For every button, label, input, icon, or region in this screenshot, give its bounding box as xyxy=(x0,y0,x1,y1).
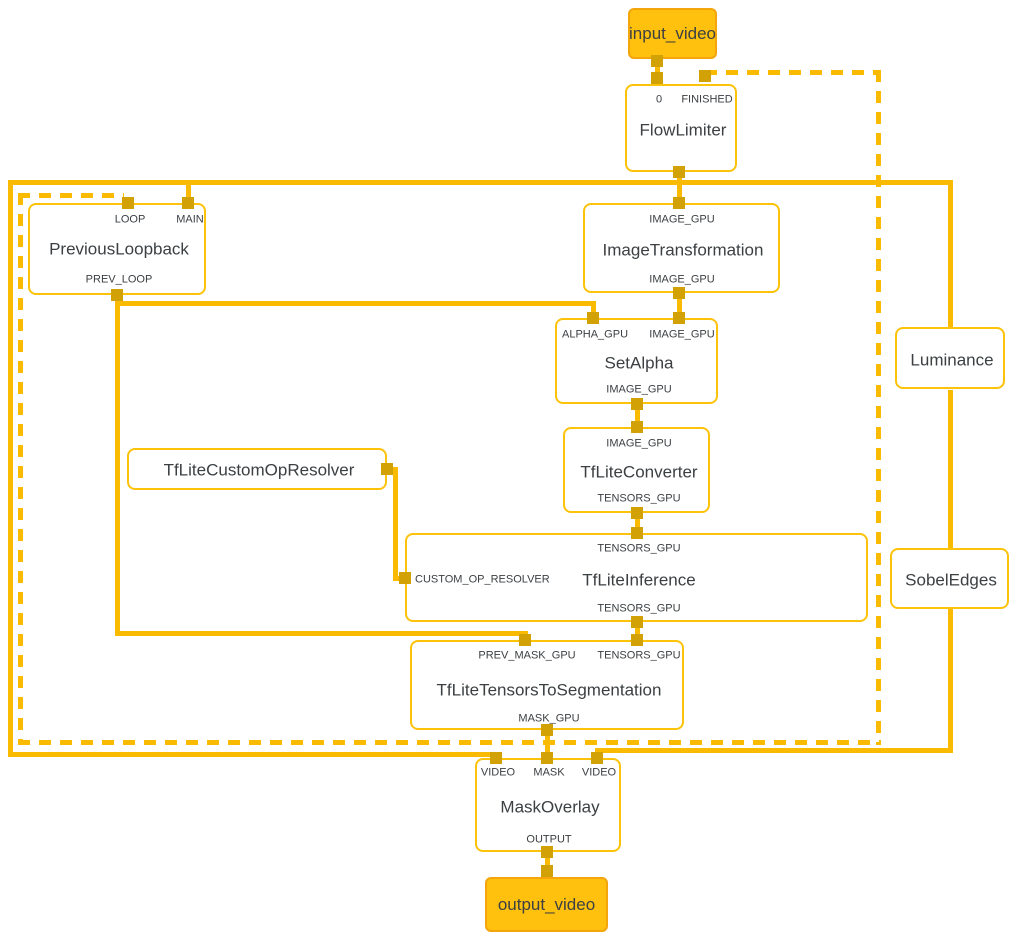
edge-segmentation-to-maskoverlay xyxy=(545,724,550,754)
edge-input-video-to-flowlimiter xyxy=(655,50,660,84)
port-maskoverlay-in-video-right xyxy=(591,752,603,764)
segmentation-port-tensors-label: TENSORS_GPU xyxy=(597,649,681,662)
backedge-right-vertical xyxy=(876,70,881,745)
node-input-video[interactable]: input_video xyxy=(628,8,717,59)
maskoverlay-port-mask-label: MASK xyxy=(533,766,565,779)
port-flowlimiter-in-0 xyxy=(651,72,663,84)
port-resolver-out xyxy=(381,463,393,475)
tfliteconverter-port-out-label: TENSORS_GPU xyxy=(597,492,681,505)
edge-resolver-vertical xyxy=(393,467,398,580)
edge-trunk-to-luminance xyxy=(948,180,953,327)
edge-luminance-to-sobeledges xyxy=(948,390,953,548)
edge-bottom-left-horizontal xyxy=(8,752,498,757)
edge-trunk-left-vertical xyxy=(8,180,13,754)
port-segmentation-in-tensors xyxy=(631,634,643,646)
imagetransformation-title: ImageTransformation xyxy=(602,240,764,260)
node-luminance[interactable]: Luminance xyxy=(895,327,1005,389)
backedge-left-vertical xyxy=(18,193,23,745)
edge-trunk-horizontal xyxy=(8,180,952,185)
port-tfliteinference-in-tensors xyxy=(631,527,643,539)
edge-prevloop-vertical xyxy=(115,295,120,635)
node-previousloopback[interactable]: LOOP MAIN PreviousLoopback PREV_LOOP xyxy=(28,203,206,295)
segmentation-title: TfLiteTensorsToSegmentation xyxy=(436,680,662,700)
port-tfliteconverter-out xyxy=(631,507,643,519)
tflitecustomopresolver-title: TfLiteCustomOpResolver xyxy=(163,460,355,480)
previousloopback-port-loop-label: LOOP xyxy=(114,213,146,226)
flowlimiter-title: FlowLimiter xyxy=(639,120,727,140)
port-imagetransformation-out xyxy=(673,287,685,299)
edge-bottom-right-horizontal xyxy=(595,748,950,753)
port-tfliteconverter-in xyxy=(631,421,643,433)
port-output-video-in xyxy=(541,865,553,877)
edge-sobeledges-down xyxy=(948,608,953,753)
port-maskoverlay-in-video-left xyxy=(490,752,502,764)
tfliteinference-port-resolver-label: CUSTOM_OP_RESOLVER xyxy=(415,573,550,586)
tfliteconverter-port-in-label: IMAGE_GPU xyxy=(606,437,672,450)
segmentation-port-prevmask-label: PREV_MASK_GPU xyxy=(478,649,576,662)
setalpha-title: SetAlpha xyxy=(604,353,674,373)
node-tfliteconverter[interactable]: IMAGE_GPU TfLiteConverter TENSORS_GPU xyxy=(563,427,710,513)
setalpha-port-alpha-label: ALPHA_GPU xyxy=(561,328,629,341)
edge-prevloop-to-setalpha-horizontal xyxy=(115,301,593,306)
previousloopback-port-main-label: MAIN xyxy=(176,213,204,226)
setalpha-port-out-label: IMAGE_GPU xyxy=(606,383,672,396)
imagetransformation-port-out-label: IMAGE_GPU xyxy=(649,273,715,286)
port-maskoverlay-in-mask xyxy=(541,752,553,764)
input-video-label: input_video xyxy=(629,23,716,43)
tfliteinference-port-tensors-in-label: TENSORS_GPU xyxy=(597,542,681,555)
node-setalpha[interactable]: ALPHA_GPU IMAGE_GPU SetAlpha IMAGE_GPU xyxy=(555,318,718,404)
node-sobeledges[interactable]: SobelEdges xyxy=(890,548,1009,609)
port-tfliteinference-in-resolver xyxy=(399,572,411,584)
edge-prevloop-to-segmentation-horizontal xyxy=(115,631,525,636)
port-segmentation-out-mask xyxy=(541,724,553,736)
node-tflitecustomopresolver[interactable]: TfLiteCustomOpResolver xyxy=(127,448,387,490)
port-setalpha-in-image xyxy=(673,312,685,324)
maskoverlay-port-video-right-label: VIDEO xyxy=(581,766,617,779)
maskoverlay-port-output-label: OUTPUT xyxy=(526,833,572,846)
edge-setalpha-to-converter xyxy=(635,398,640,423)
port-flowlimiter-in-finished xyxy=(699,70,711,82)
flowlimiter-port-finished-label: FINISHED xyxy=(681,93,733,106)
node-imagetransformation[interactable]: IMAGE_GPU ImageTransformation IMAGE_GPU xyxy=(583,203,780,293)
luminance-title: Luminance xyxy=(910,350,994,370)
port-setalpha-out xyxy=(631,398,643,410)
port-previousloopback-out-prevloop xyxy=(111,289,123,301)
node-output-video[interactable]: output_video xyxy=(485,877,608,932)
node-tflitetensorstosegmentation[interactable]: PREV_MASK_GPU TENSORS_GPU TfLiteTensorsT… xyxy=(410,640,684,730)
imagetransformation-port-in-label: IMAGE_GPU xyxy=(649,213,715,226)
flowlimiter-port-0-label: 0 xyxy=(655,93,663,106)
edge-into-setalpha-alpha xyxy=(591,301,596,318)
setalpha-port-image-in-label: IMAGE_GPU xyxy=(649,328,715,341)
node-tfliteinference[interactable]: TENSORS_GPU CUSTOM_OP_RESOLVER TfLiteInf… xyxy=(405,533,868,622)
port-segmentation-in-prevmask xyxy=(519,634,531,646)
port-maskoverlay-out xyxy=(541,846,553,858)
edge-trunk-to-main xyxy=(186,180,191,203)
port-flowlimiter-out xyxy=(673,166,685,178)
maskoverlay-title: MaskOverlay xyxy=(500,797,600,817)
tfliteconverter-title: TfLiteConverter xyxy=(580,462,698,482)
segmentation-port-mask-label: MASK_GPU xyxy=(518,712,580,725)
backedge-into-loop xyxy=(18,193,124,198)
previousloopback-port-prevloop-label: PREV_LOOP xyxy=(85,273,153,286)
node-maskoverlay[interactable]: VIDEO MASK VIDEO MaskOverlay OUTPUT xyxy=(475,758,621,852)
port-input-video-out xyxy=(651,55,663,67)
backedge-bottom-horizontal xyxy=(18,740,881,745)
output-video-label: output_video xyxy=(497,894,596,914)
edge-imagetransformation-to-setalpha xyxy=(677,287,682,314)
port-previousloopback-in-loop xyxy=(122,197,134,209)
previousloopback-title: PreviousLoopback xyxy=(49,239,189,259)
node-flowlimiter[interactable]: 0 FINISHED FlowLimiter xyxy=(625,84,737,172)
port-tfliteinference-out xyxy=(631,616,643,628)
backedge-finished-top-horizontal xyxy=(705,70,881,75)
sobeledges-title: SobelEdges xyxy=(905,570,997,590)
tfliteinference-port-tensors-out-label: TENSORS_GPU xyxy=(597,602,681,615)
maskoverlay-port-video-left-label: VIDEO xyxy=(480,766,516,779)
port-setalpha-in-alpha xyxy=(587,312,599,324)
tfliteinference-title: TfLiteInference xyxy=(582,570,696,590)
port-imagetransformation-in xyxy=(673,197,685,209)
port-previousloopback-in-main xyxy=(182,197,194,209)
